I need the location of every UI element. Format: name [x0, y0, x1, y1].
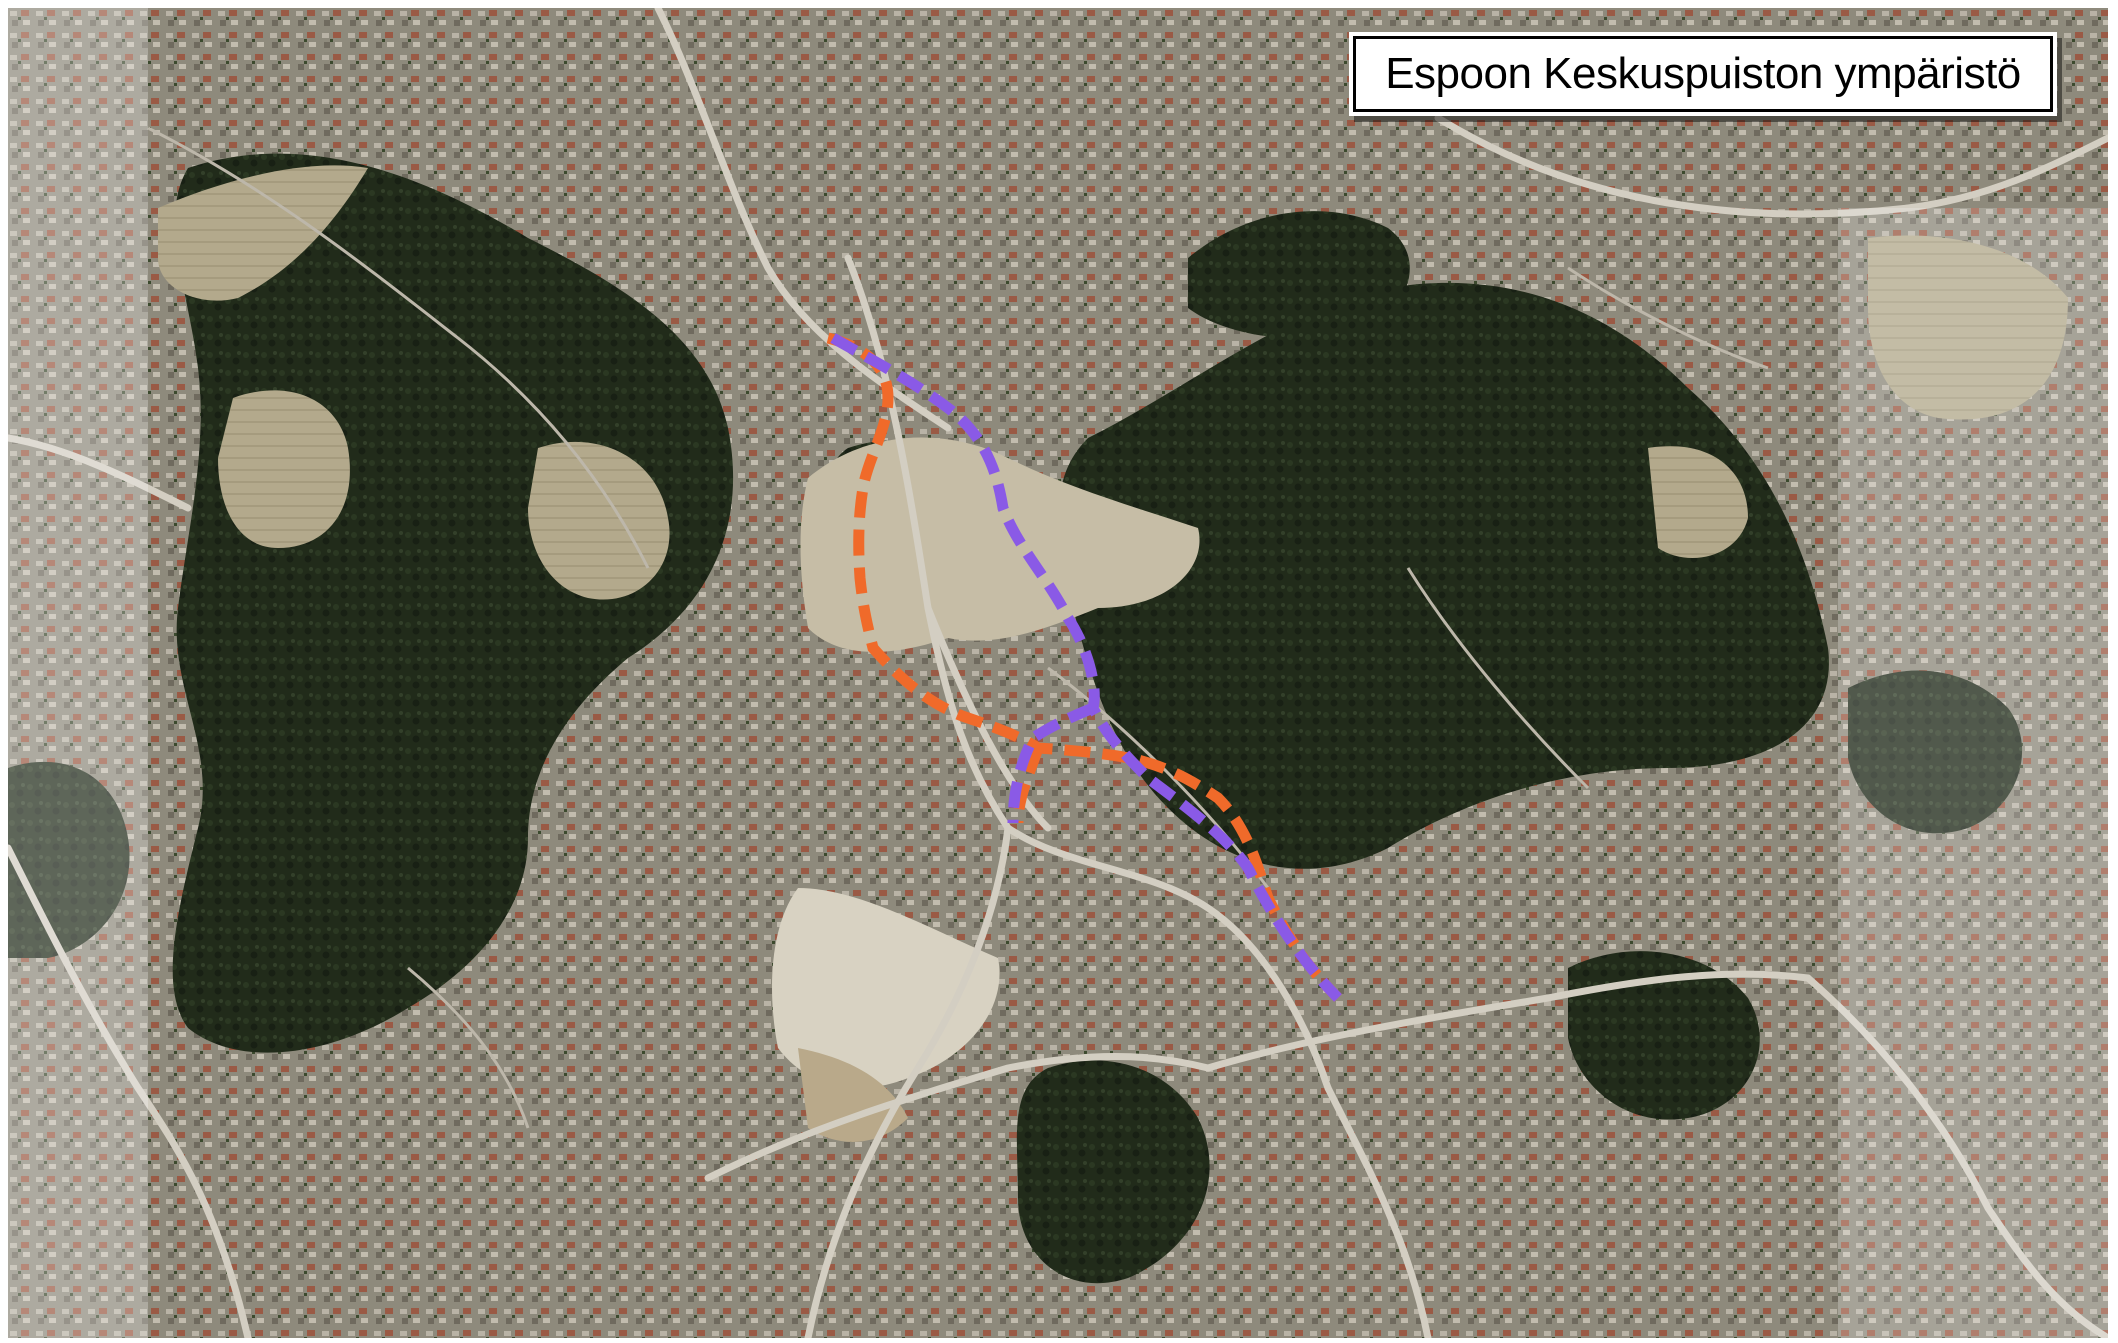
field-area	[528, 441, 670, 600]
map-title-box: Espoon Keskuspuiston ympäristö	[1353, 36, 2053, 112]
field-area	[158, 165, 368, 301]
faded-panel-right	[1838, 208, 2108, 1338]
field-area	[800, 437, 1200, 652]
map-canvas	[8, 8, 2108, 1338]
faded-panel-left	[8, 8, 148, 1338]
field-area	[1648, 446, 1748, 558]
orange-route	[826, 332, 1342, 1002]
purple-route	[1007, 702, 1096, 824]
field-area	[798, 1048, 908, 1142]
orange-route	[1012, 746, 1044, 824]
forest-area	[1059, 282, 1829, 869]
field-area	[218, 390, 350, 548]
forest-area	[1188, 211, 1410, 339]
field-area	[1868, 235, 2068, 420]
purple-route	[830, 333, 1342, 1002]
forest-area	[172, 153, 734, 1053]
forest-area	[1848, 670, 2023, 834]
aerial-map[interactable]: Espoon Keskuspuiston ympäristö	[8, 8, 2108, 1338]
forest-area	[1016, 1060, 1210, 1284]
field-area	[772, 888, 1000, 1088]
map-title: Espoon Keskuspuiston ympäristö	[1385, 49, 2021, 98]
forest-area	[1568, 951, 1760, 1120]
road-network	[8, 8, 2108, 1338]
